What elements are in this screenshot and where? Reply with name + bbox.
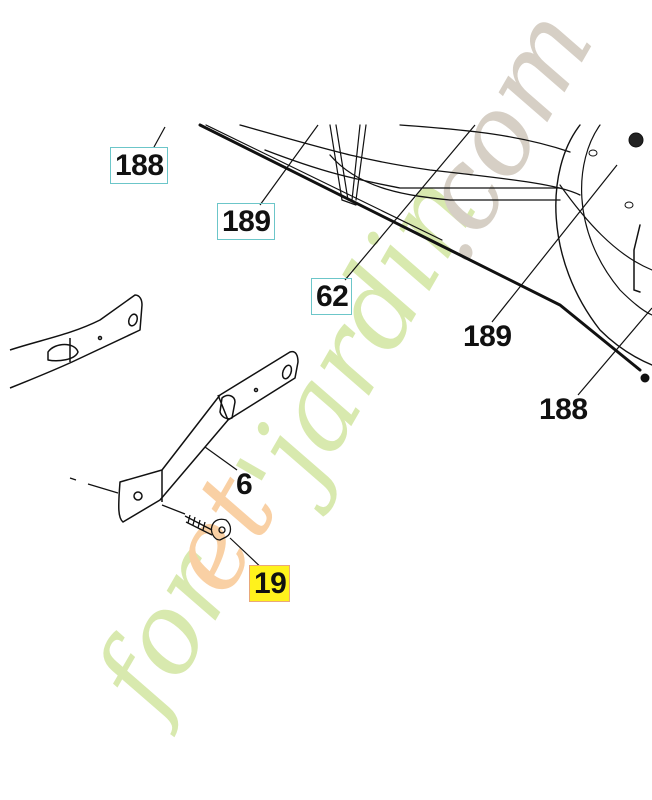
callout-188-top: 188 [110,147,168,184]
pulley-outer [555,124,652,366]
leader-189-right [491,164,618,323]
pulley-hole-2 [624,201,634,209]
belt-line-top [399,124,571,153]
callout-188-right: 188 [539,393,588,426]
callout-6: 6 [236,468,253,501]
bolt-part-19 [161,504,232,541]
belt-line-1 [239,124,581,196]
leader-6 [204,446,238,471]
deck-edge-heavy [198,123,642,372]
leader-188-right [577,307,652,396]
bracket-dash-line [69,477,119,494]
leader-62 [344,124,476,281]
callout-189-top: 189 [217,203,275,240]
bracket-part-6 [69,350,299,523]
v-guide-bottom [341,199,357,206]
callout-62: 62 [311,278,353,315]
watermark-text-com: .com [374,0,618,283]
pulley-hole-1 [588,149,598,157]
deck-housing [198,123,652,383]
v-guide-right [351,124,367,201]
pulley-arc [559,184,652,271]
callout-19-highlighted[interactable]: 19 [249,565,291,602]
pulley-bracket [633,224,641,293]
deck-edge-secondary [205,124,443,241]
pulley-nut [628,132,644,148]
callout-189-right: 189 [463,320,512,353]
leader-189-top [259,124,319,206]
watermark: for et 'jardin .com [66,0,618,739]
belt-line-2 [264,149,561,189]
v-guide-left [329,124,349,201]
pulley-inner [581,124,652,316]
left-bracket [9,294,143,389]
leader-188-top [153,126,166,148]
edge-rivet [640,373,650,383]
